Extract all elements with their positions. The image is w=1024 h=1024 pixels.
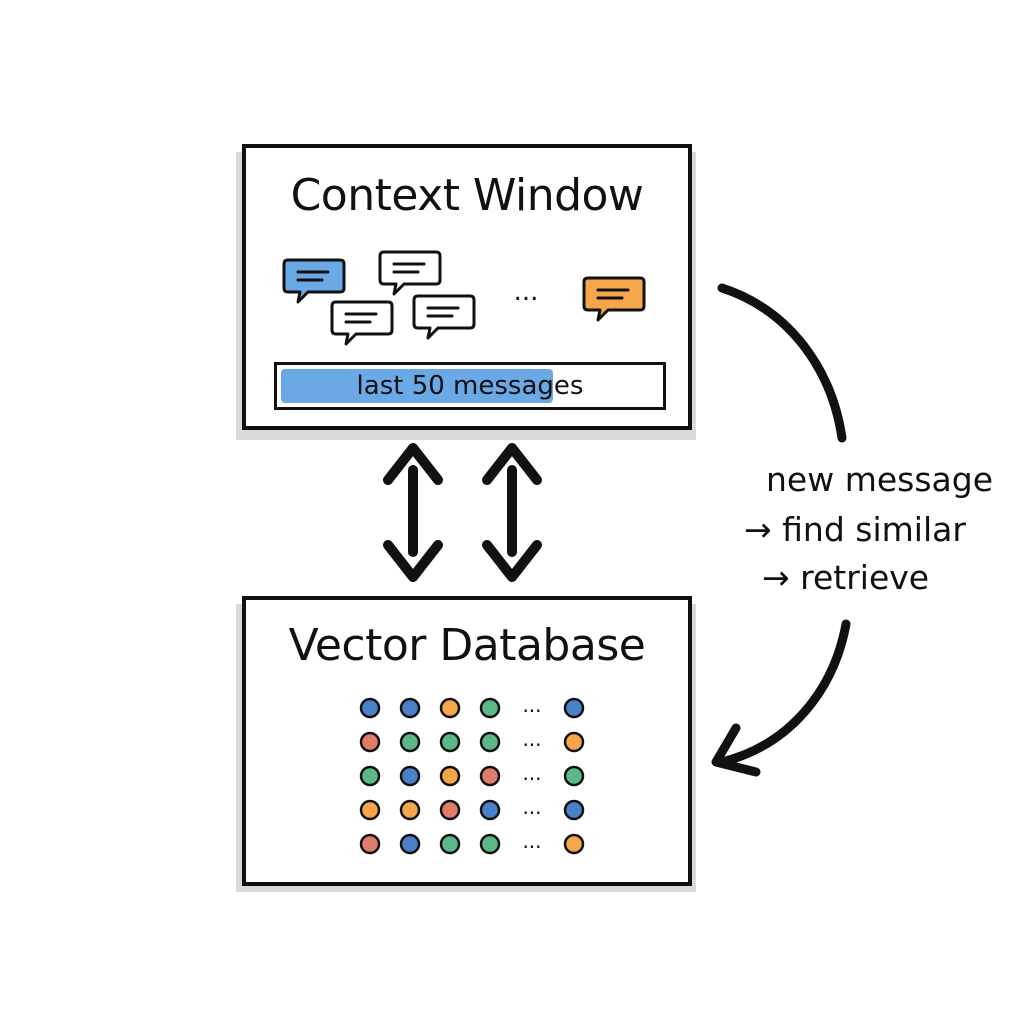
vector-dot bbox=[479, 833, 501, 855]
vector-dot bbox=[359, 765, 381, 787]
message-ellipsis: ... bbox=[514, 277, 539, 307]
vector-dot bbox=[399, 697, 421, 719]
vector-dot bbox=[359, 799, 381, 821]
vector-dot bbox=[563, 765, 585, 787]
vector-dot-grid: ............... bbox=[359, 693, 585, 855]
chat-bubble-icon bbox=[282, 258, 346, 304]
vector-dot bbox=[439, 833, 461, 855]
vector-dot bbox=[563, 799, 585, 821]
vector-dot bbox=[563, 697, 585, 719]
vector-dot bbox=[399, 731, 421, 753]
vector-row-ellipsis: ... bbox=[522, 693, 541, 717]
message-window-bar-fill bbox=[281, 369, 553, 403]
flow-label-retrieve: → retrieve bbox=[762, 558, 930, 597]
vector-row-ellipsis: ... bbox=[522, 829, 541, 853]
chat-bubble-icon bbox=[412, 294, 476, 340]
context-window-box: Context Window ... last 50 messages bbox=[242, 144, 692, 430]
double-arrow-right bbox=[482, 443, 542, 582]
vector-dot bbox=[479, 731, 501, 753]
message-window-bar-label: last 50 messages bbox=[356, 371, 584, 401]
vector-dot bbox=[563, 731, 585, 753]
flow-label-new-message: new message bbox=[766, 460, 994, 499]
vector-dot bbox=[479, 765, 501, 787]
vector-dot bbox=[399, 765, 421, 787]
double-arrow-left bbox=[383, 443, 443, 582]
vector-dot bbox=[439, 697, 461, 719]
chat-bubble-icon bbox=[330, 300, 394, 346]
vector-row-ellipsis: ... bbox=[522, 795, 541, 819]
vector-dot bbox=[439, 799, 461, 821]
vector-dot bbox=[439, 731, 461, 753]
vector-dot bbox=[359, 697, 381, 719]
vector-dot bbox=[439, 765, 461, 787]
vector-dot bbox=[399, 799, 421, 821]
vector-row-ellipsis: ... bbox=[522, 761, 541, 785]
chat-bubble-icon bbox=[378, 250, 442, 296]
vector-database-title: Vector Database bbox=[288, 620, 646, 671]
vector-dot bbox=[563, 833, 585, 855]
vector-dot bbox=[359, 833, 381, 855]
flow-label-find-similar: → find similar bbox=[744, 510, 966, 549]
message-icons: ... bbox=[282, 250, 646, 346]
vector-database-box: Vector Database ............... bbox=[242, 596, 692, 886]
context-window-title: Context Window bbox=[290, 170, 644, 221]
message-window-bar: last 50 messages bbox=[274, 362, 666, 410]
vector-dot bbox=[399, 833, 421, 855]
vector-row-ellipsis: ... bbox=[522, 727, 541, 751]
vector-dot bbox=[479, 697, 501, 719]
chat-bubble-icon bbox=[582, 276, 646, 322]
vector-dot bbox=[359, 731, 381, 753]
vector-dot bbox=[479, 799, 501, 821]
